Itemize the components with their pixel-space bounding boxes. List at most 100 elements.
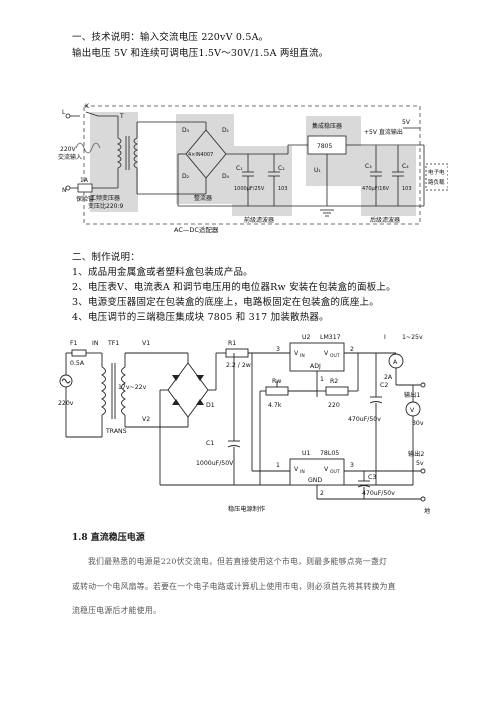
fig2-U1-vin: V [294, 466, 299, 473]
fig1-c1: C₁ [236, 165, 243, 172]
fig1-5v: 5V [402, 119, 411, 126]
spec-heading: 一、技术说明：输入交流电压 220vV 0.5A。 [72, 32, 269, 43]
fig2-U2-vin: V [294, 350, 299, 357]
fig2-output2-voltage: 5v [416, 460, 424, 467]
fig2-U1-vout-sub: OUT [330, 469, 340, 475]
fig1-c4: C₄ [402, 163, 409, 170]
fig2-U1-ic: 78L05 [320, 450, 339, 457]
fig1-transformer-label: 工频变压器 [90, 194, 120, 202]
fig1-transformer-ratio: 变压比220:9 [88, 202, 123, 210]
rectifier-block [176, 114, 234, 204]
fig2-U1-vout: V [324, 466, 329, 473]
fig1-rectifier-label: 整流器 [194, 194, 212, 202]
fig2-U1-gnd: GND [308, 477, 322, 484]
fig1-load-line2: 路负载 [428, 178, 445, 186]
fig1-u1: U₁ [314, 167, 321, 174]
fig1-c4-value: 103 [402, 186, 412, 192]
fig2-U2-pin1: 1 [320, 376, 324, 383]
fig2-transformer-ratio: 17v~22v [118, 384, 147, 391]
fig2-U2-ic: LM317 [320, 334, 341, 341]
fig1-d1: D₁ [222, 127, 230, 134]
fig2-V1: V1 [142, 340, 150, 347]
section-line-3: 流稳压电源后才能使用。 [72, 606, 162, 615]
fig2-U1-vin-sub: IN [300, 469, 305, 475]
instructions-title: 二、制作说明： [72, 252, 140, 263]
fig2-U1-pin1: 1 [276, 462, 280, 469]
fig1-L-label: L [62, 109, 66, 116]
fig1-ac-input: 交流输入 [58, 153, 82, 161]
fig1-bridge-spec: 4×IN4007 [188, 152, 213, 158]
fig1-N-label: N [62, 187, 67, 194]
prefilter-block [232, 146, 292, 216]
fig2-C2-value: 470uF/50v [348, 416, 381, 423]
fig1-regulator-label: 集成稳压器 [312, 122, 342, 130]
adapter-block-diagram: L N K T 220V 交流输入 1A 保险管 D₃ D₁ D₂ D₄ 4×I… [58, 103, 448, 234]
fig2-C1-value: 1000uF/50V [196, 460, 234, 467]
section-line-1: 我们最熟悉的电源是220伏交流电，但若直接使用这个市电，则最多能够点亮一盏灯 [88, 557, 388, 566]
fig2-output2-label: 输出2 [408, 450, 424, 458]
fig2-F1: F1 [70, 340, 78, 347]
instruction-item-4: 4、电压调节的三端稳压集成块 7805 和 317 加装散热器。 [72, 312, 329, 323]
fig2-U2-vout-sub: OUT [330, 353, 340, 359]
fig2-voltmeter-range: 30v [412, 420, 424, 427]
fig1-fuse-rating: 1A [80, 177, 89, 184]
fig1-ac-voltage: 220V [60, 146, 76, 153]
fig2-U1-pin3: 3 [350, 462, 354, 469]
fig1-c3: C₃ [365, 163, 372, 170]
fig2-C3: C3 [368, 474, 376, 481]
fig1-regulator-ic: 7805 [317, 143, 332, 150]
fig1-T-label: T [119, 113, 124, 120]
fig2-output1-range: 1~25v [402, 334, 423, 341]
fig2-fuse-value: 0.5A [70, 360, 85, 367]
fig2-ac-voltage: 220v [58, 400, 74, 407]
fig1-postfilter-label: 后级滤波器 [370, 216, 400, 224]
fig2-output1-label: 输出1 [404, 391, 420, 399]
fig2-U2-adj: ADJ [310, 363, 321, 370]
fig1-adapter-label: AC—DC适配器 [174, 225, 219, 234]
fig2-TRANS: TRANS [105, 428, 127, 435]
power-supply-schematic: F1 0.5A IN TF1 V1 220v 17v~22v TRANS V2 … [58, 334, 430, 515]
fig1-c3-value: 470μF/16V [362, 186, 390, 192]
fig1-c2-value: 103 [278, 186, 288, 192]
fig2-caption: 稳压电源制作 [228, 505, 265, 513]
fig1-d3: D₃ [182, 127, 190, 134]
postfilter-block [361, 146, 416, 216]
section-title: 1.8 直流稳压电源 [72, 533, 145, 543]
fig2-R2-value: 220 [328, 402, 340, 409]
fig2-V2: V2 [142, 416, 150, 423]
transformer-block [90, 112, 138, 212]
fig2-C3-value: 470uF/50v [362, 490, 395, 497]
fig2-U2-vin-sub: IN [300, 353, 305, 359]
fig2-Rw-value: 4.7k [268, 402, 282, 409]
fig1-fuse-label: 保险管 [76, 195, 94, 203]
fig1-c1-value: 1000μF/25V [234, 186, 265, 192]
fig2-U2-vout: V [324, 350, 329, 357]
fig1-d4: D₄ [222, 173, 230, 180]
fig1-c2: C₂ [278, 165, 285, 172]
fig2-U2-pin2: 2 [350, 346, 354, 353]
fig2-ground-label: 地 [424, 507, 430, 515]
fig1-prefilter-label: 前级滤波器 [244, 216, 274, 224]
fig1-d2: D₂ [182, 173, 190, 180]
fig1-K-label: K [85, 103, 90, 110]
fig2-TF1: TF1 [107, 340, 119, 347]
fig2-D1: D1 [206, 402, 215, 409]
fig2-Rw: Rw [272, 378, 281, 385]
instruction-item-1: 1、成品用金属盒或者塑料盒包装成产品。 [72, 267, 253, 278]
fig1-output-label: +5V 直流输出 [364, 128, 403, 136]
fig2-ammeter-range: 2A [384, 374, 393, 381]
section-line-2: 或转动一个电风扇等。若要在一个电子电路或计算机上使用市电，则必须首先将其转换为直 [72, 582, 396, 591]
fig2-U1-pin2: 2 [320, 490, 324, 497]
fig2-R1-value: 2.2 / 2w [226, 362, 251, 369]
fig2-U2: U2 [302, 334, 311, 341]
fig2-C2: C2 [380, 382, 388, 389]
fig2-voltmeter-V: V [410, 407, 415, 414]
fig2-I: I [384, 334, 386, 341]
fig2-R1: R1 [228, 340, 236, 347]
instruction-item-2: 2、电压表V、电流表A 和调节电压用的电位器Rw 安装在包装盒的面板上。 [72, 282, 396, 293]
fig2-IN: IN [92, 340, 99, 347]
fig2-C1: C1 [206, 440, 214, 447]
spec-output-line: 输出电压 5V 和连续可调电压1.5V～30V/1.5A 两组直流。 [72, 48, 329, 59]
fig2-U1: U1 [302, 450, 311, 457]
instruction-item-3: 3、电源变压器固定在包装盒的底座上，电路板固定在包装盒的底座上。 [72, 297, 379, 308]
